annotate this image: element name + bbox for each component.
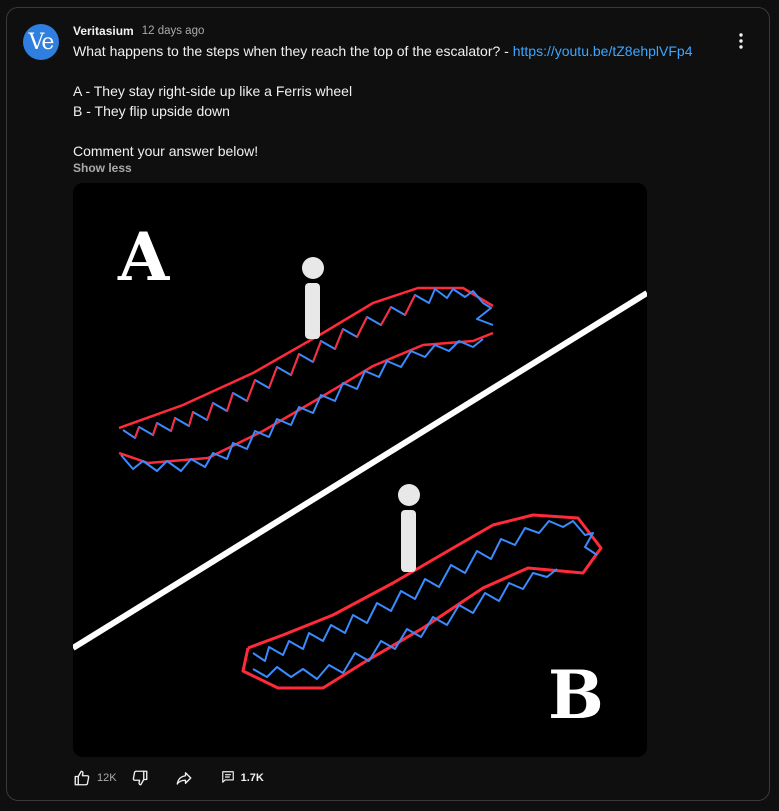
rider-a-body xyxy=(305,283,320,339)
label-b: B xyxy=(548,656,604,734)
post-header: Veritasium 12 days ago xyxy=(73,23,204,39)
post-image[interactable]: A B xyxy=(73,183,647,757)
option-a-text: A - They stay right-side up like a Ferri… xyxy=(73,83,353,99)
avatar-text: Ve xyxy=(28,29,55,55)
comment-icon xyxy=(221,770,235,787)
like-count: 12K xyxy=(97,772,117,784)
comment-button[interactable]: 1.7K xyxy=(221,770,264,787)
divider-line xyxy=(73,290,647,651)
rider-b-body xyxy=(401,510,416,572)
share-icon[interactable] xyxy=(173,766,195,790)
label-a: A xyxy=(117,218,170,296)
video-link[interactable]: https://youtu.be/tZ8ehplVFp4 xyxy=(512,43,693,59)
post-actions: 12K 1.7K xyxy=(71,766,264,790)
show-less-button[interactable]: Show less xyxy=(73,161,132,175)
escalator-a xyxy=(118,257,494,472)
channel-name[interactable]: Veritasium xyxy=(73,24,134,38)
community-post-card: Ve Veritasium 12 days ago What happens t… xyxy=(6,7,770,801)
post-question: What happens to the steps when they reac… xyxy=(73,43,513,59)
escalator-b xyxy=(241,484,603,690)
thumb-up-icon[interactable] xyxy=(71,766,93,790)
channel-avatar[interactable]: Ve xyxy=(23,24,59,60)
rider-a-head xyxy=(302,257,324,279)
comment-count: 1.7K xyxy=(240,772,264,784)
post-question-line: What happens to the steps when they reac… xyxy=(73,41,743,61)
rider-b-head xyxy=(398,484,420,506)
post-timestamp[interactable]: 12 days ago xyxy=(141,25,205,37)
call-to-action: Comment your answer below! xyxy=(73,143,259,159)
thumb-down-icon[interactable] xyxy=(129,766,151,790)
post-body: What happens to the steps when they reac… xyxy=(73,41,743,161)
option-b-text: B - They flip upside down xyxy=(73,103,230,119)
kebab-menu-icon[interactable] xyxy=(729,29,753,53)
escalator-illustration: A B xyxy=(73,183,647,757)
